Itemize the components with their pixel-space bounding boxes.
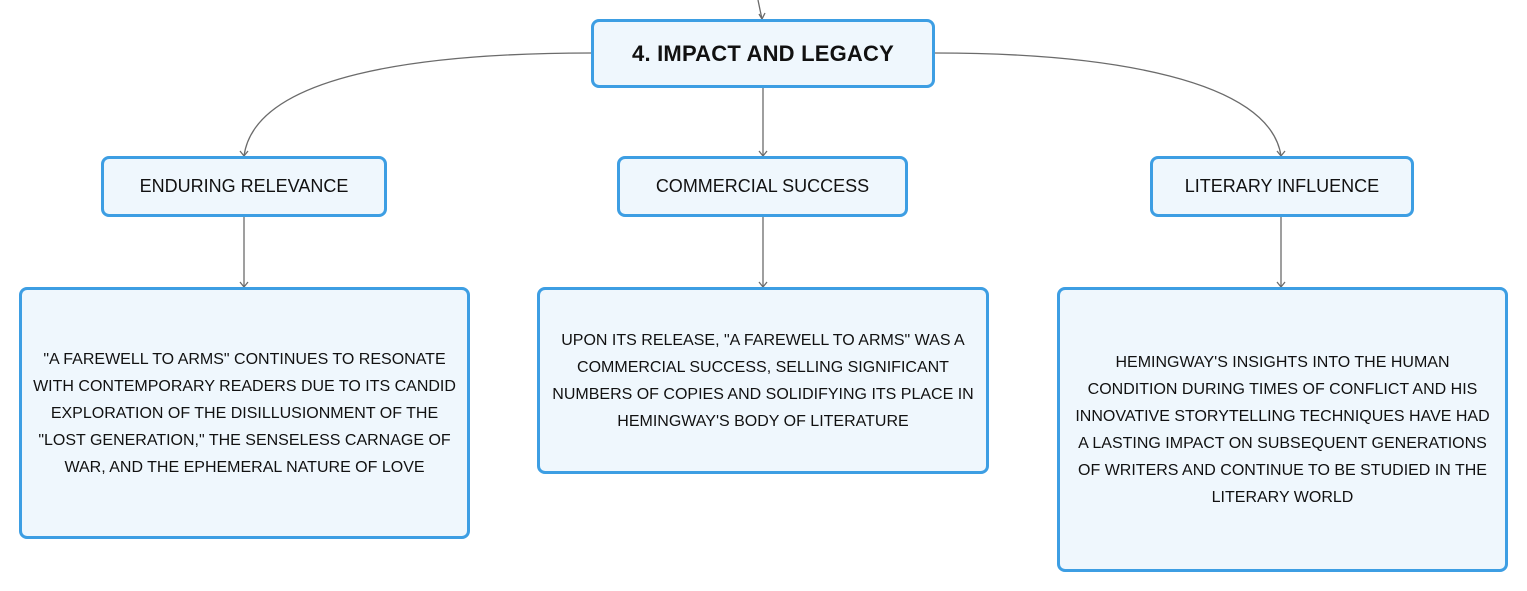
- connector-root-to-literary-influence: [934, 52, 1282, 157]
- node-enduring-relevance-detail[interactable]: "A FAREWELL TO ARMS" CONTINUES TO RESONA…: [19, 287, 470, 539]
- root-node[interactable]: 4. IMPACT AND LEGACY: [591, 19, 935, 88]
- node-enduring-relevance[interactable]: ENDURING RELEVANCE: [101, 156, 387, 217]
- connector-root-to-enduring-relevance: [243, 52, 592, 157]
- node-enduring-relevance-detail-text: "A FAREWELL TO ARMS" CONTINUES TO RESONA…: [33, 350, 456, 476]
- root-node-label: 4. IMPACT AND LEGACY: [632, 40, 894, 66]
- node-commercial-success-detail-text: UPON ITS RELEASE, "A FAREWELL TO ARMS" W…: [552, 331, 974, 430]
- node-commercial-success-label: COMMERCIAL SUCCESS: [655, 176, 870, 196]
- node-commercial-success-detail[interactable]: UPON ITS RELEASE, "A FAREWELL TO ARMS" W…: [537, 287, 989, 474]
- node-literary-influence-label: LITERARY INFLUENCE: [1184, 176, 1380, 196]
- node-literary-influence-detail[interactable]: HEMINGWAY'S INSIGHTS INTO THE HUMAN COND…: [1057, 287, 1508, 572]
- node-enduring-relevance-label: ENDURING RELEVANCE: [139, 176, 349, 196]
- node-literary-influence[interactable]: LITERARY INFLUENCE: [1150, 156, 1414, 217]
- node-commercial-success[interactable]: COMMERCIAL SUCCESS: [617, 156, 908, 217]
- node-literary-influence-detail-text: HEMINGWAY'S INSIGHTS INTO THE HUMAN COND…: [1075, 353, 1490, 506]
